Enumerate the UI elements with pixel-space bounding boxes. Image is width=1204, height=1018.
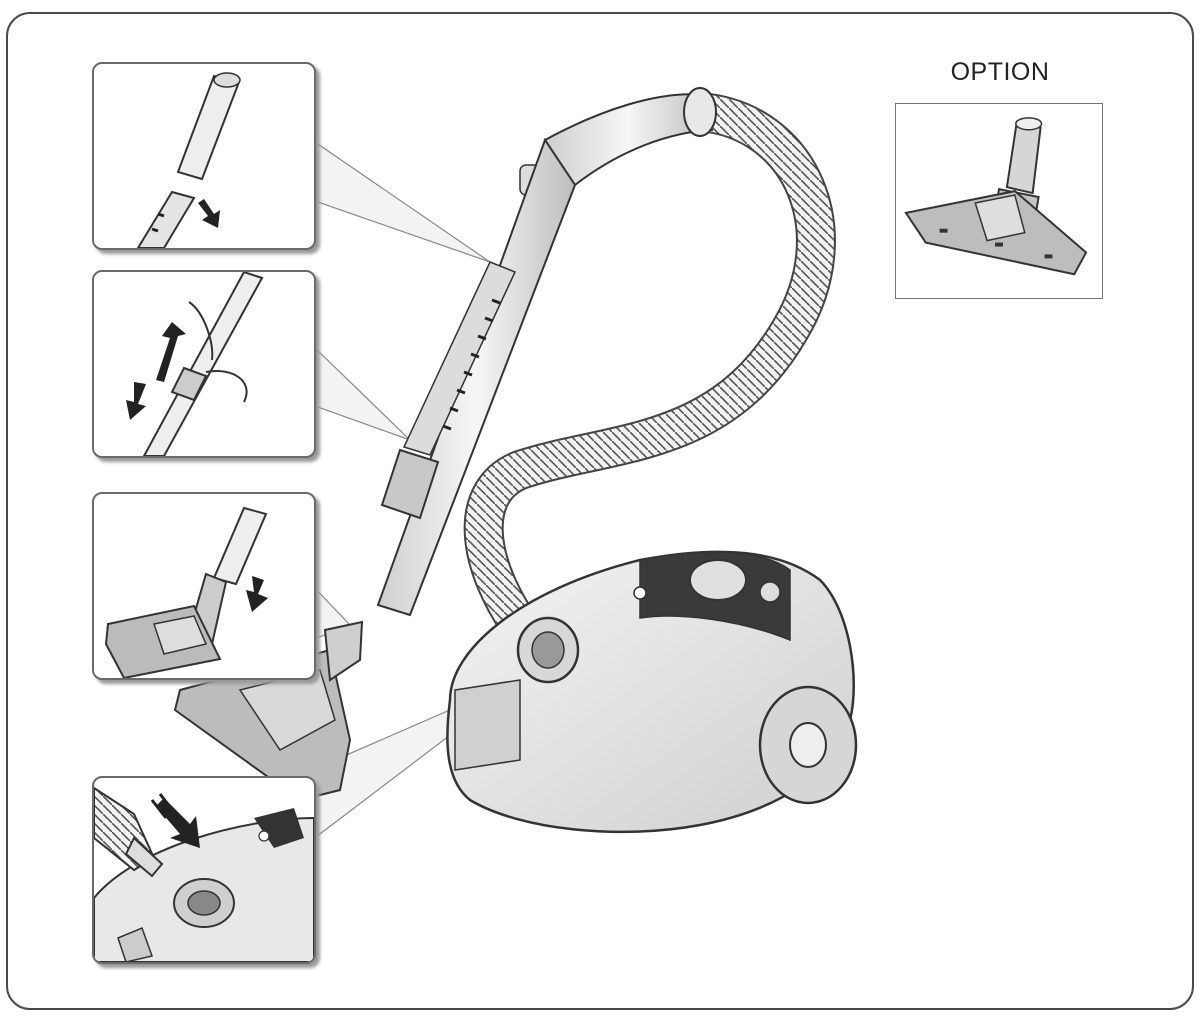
callout-ray-2 bbox=[311, 343, 411, 441]
step-insert-hose bbox=[92, 776, 316, 964]
option-brush-box bbox=[895, 103, 1103, 299]
step-attach-floor-brush bbox=[92, 492, 316, 680]
step-3-illustration bbox=[104, 506, 268, 678]
step-extend-pipe bbox=[92, 62, 316, 250]
cord-reel-button bbox=[689, 559, 747, 601]
right-arrow-icon bbox=[150, 793, 200, 848]
step-2-illustration bbox=[126, 272, 264, 456]
step-4-illustration bbox=[94, 786, 314, 962]
step-adjust-telescopic-pipe bbox=[92, 270, 316, 458]
pipe-lock-sleeve bbox=[380, 448, 440, 520]
down-arrow-icon bbox=[246, 576, 268, 612]
callout-ray-1 bbox=[311, 138, 491, 263]
step-1-illustration bbox=[136, 72, 241, 248]
option-turbo-brush-illustration bbox=[904, 117, 1088, 276]
up-down-arrow-icon bbox=[126, 322, 186, 420]
down-arrow-icon bbox=[198, 199, 220, 228]
option-label: OPTION bbox=[950, 58, 1050, 86]
